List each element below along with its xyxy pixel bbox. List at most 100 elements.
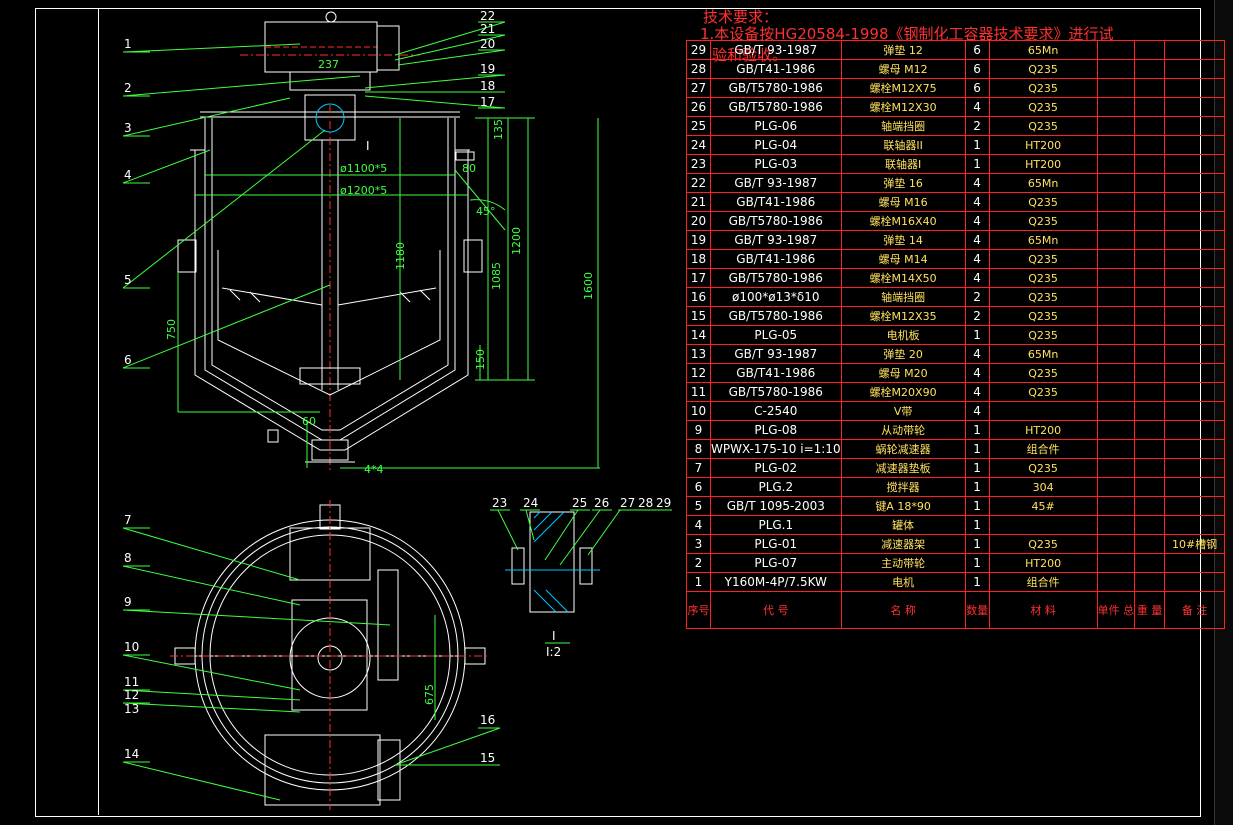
bom-cell-qty: 1 (964, 135, 990, 155)
bom-cell-name: 联轴器I (840, 154, 966, 174)
bom-cell-qty: 1 (964, 496, 990, 516)
bom-cell-unit-weight (1096, 572, 1136, 592)
bom-cell-material: Q235 (988, 249, 1098, 269)
bom-cell-code: PLG-06 (710, 116, 842, 136)
bom-cell-material: 65Mn (988, 230, 1098, 250)
bom-cell-material: Q235 (988, 268, 1098, 288)
bom-cell-remark (1164, 477, 1226, 497)
bom-cell-qty: 1 (964, 572, 990, 592)
bom-cell-unit-weight (1096, 268, 1136, 288)
front-leaders (122, 21, 506, 369)
bom-cell-name: 联轴器II (840, 135, 966, 155)
bom-cell-name: 轴端挡圈 (840, 116, 966, 136)
bom-cell-no: 4 (686, 515, 711, 535)
bom-cell-unit-weight (1096, 458, 1136, 478)
bom-cell-qty: 1 (964, 420, 990, 440)
bom-cell-material: Q235 (988, 59, 1098, 79)
bom-cell-name: 轴端挡圈 (840, 287, 966, 307)
bom-cell-unit-weight (1096, 59, 1136, 79)
bom-cell-remark (1164, 382, 1226, 402)
bom-cell-material: HT200 (988, 420, 1098, 440)
bom-cell-remark (1164, 325, 1226, 345)
label-26: 26 (594, 496, 609, 510)
bom-cell-no: 15 (686, 306, 711, 326)
label-12: 12 (124, 688, 139, 702)
bom-cell-code: GB/T5780-1986 (710, 268, 842, 288)
bom-cell-no: 3 (686, 534, 711, 554)
svg-text:135: 135 (492, 119, 505, 140)
bom-cell-remark (1164, 496, 1226, 516)
bom-cell-material: 65Mn (988, 173, 1098, 193)
label-3: 3 (124, 121, 132, 135)
bom-cell-unit-weight (1096, 325, 1136, 345)
label-14: 14 (124, 747, 139, 761)
bom-cell-remark: 10#槽钢 (1164, 534, 1226, 554)
bom-cell-total-weight (1134, 268, 1166, 288)
bom-cell-qty: 6 (964, 40, 990, 60)
bom-cell-name: 电机 (840, 572, 966, 592)
label-8: 8 (124, 551, 132, 565)
bom-cell-qty: 1 (964, 477, 990, 497)
bom-cell-name: 弹垫 14 (840, 230, 966, 250)
bom-cell-total-weight (1134, 192, 1166, 212)
bom-cell-name: 螺栓M12X35 (840, 306, 966, 326)
label-7: 7 (124, 513, 132, 527)
bom-cell-unit-weight (1096, 249, 1136, 269)
bom-cell-qty: 2 (964, 306, 990, 326)
bom-cell-name: 弹垫 16 (840, 173, 966, 193)
bom-cell-material: Q235 (988, 116, 1098, 136)
bom-cell-material: 65Mn (988, 344, 1098, 364)
bom-cell-material: Q235 (988, 363, 1098, 383)
bom-cell-name: 螺栓M14X50 (840, 268, 966, 288)
bom-cell-material: Q235 (988, 325, 1098, 345)
label-17: 17 (480, 95, 495, 109)
bom-cell-unit-weight (1096, 78, 1136, 98)
bom-cell-total-weight (1134, 59, 1166, 79)
bom-cell-no: 26 (686, 97, 711, 117)
label-1: 1 (124, 37, 132, 51)
bom-cell-remark (1164, 249, 1226, 269)
label-4: 4 (124, 168, 132, 182)
bom-cell-no: 22 (686, 173, 711, 193)
bom-cell-name: V带 (840, 401, 966, 421)
bom-cell-unit-weight (1096, 287, 1136, 307)
bom-cell-remark (1164, 363, 1226, 383)
label-21: 21 (480, 22, 495, 36)
bom-cell-no: 20 (686, 211, 711, 231)
front-dimensions (177, 117, 600, 469)
bom-cell-unit-weight (1096, 344, 1136, 364)
label-11: 11 (124, 675, 139, 689)
bom-cell-material: HT200 (988, 135, 1098, 155)
reducer-frame (289, 71, 371, 91)
label-18: 18 (480, 79, 495, 93)
bom-cell-name: 减速器垫板 (840, 458, 966, 478)
bom-cell-total-weight (1134, 211, 1166, 231)
top-leaders (122, 527, 501, 801)
bom-cell-code: C-2540 (710, 401, 842, 421)
bom-cell-code: Y160M-4P/7.5KW (710, 572, 842, 592)
bom-cell-no: 21 (686, 192, 711, 212)
top-labels: 7 8 9 10 11 12 13 14 16 15 675 (124, 513, 495, 765)
bom-cell-unit-weight (1096, 306, 1136, 326)
bom-cell-remark (1164, 420, 1226, 440)
bom-cell-code: GB/T 93-1987 (710, 230, 842, 250)
bom-cell-unit-weight (1096, 401, 1136, 421)
bom-cell-name: 蜗轮减速器 (840, 439, 966, 459)
bom-cell-no: 18 (686, 249, 711, 269)
svg-text:ø1100*5: ø1100*5 (340, 162, 387, 175)
bom-cell-code: PLG-08 (710, 420, 842, 440)
bom-cell-total-weight (1134, 173, 1166, 193)
bom-cell-unit-weight (1096, 363, 1136, 383)
bom-cell-no: 19 (686, 230, 711, 250)
detail-title: I (552, 629, 556, 643)
